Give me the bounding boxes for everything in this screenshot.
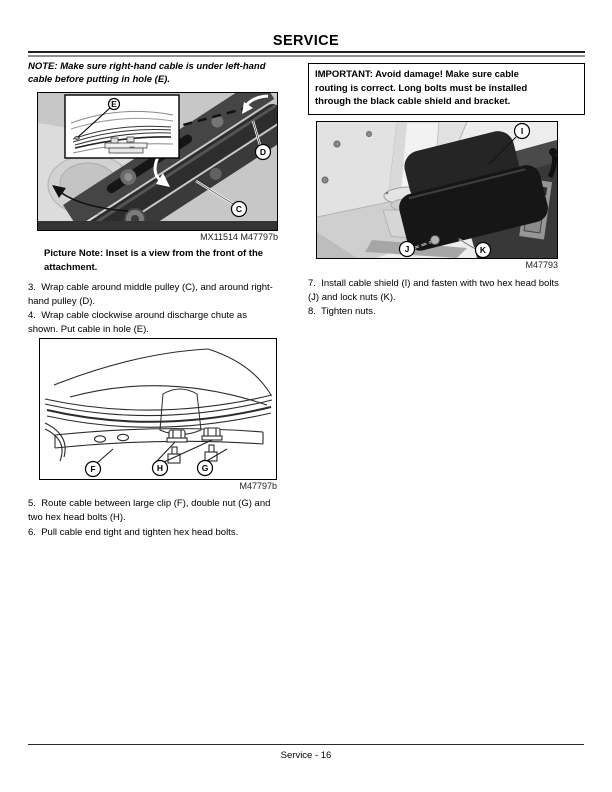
callout-leader-j — [413, 241, 432, 249]
figure3-shield-photo: I J K — [316, 121, 558, 259]
callout-f-label: F — [90, 464, 95, 474]
figure1-illustration: E D C — [38, 93, 277, 230]
note-text: NOTE: Make sure right-hand cable is unde… — [28, 61, 266, 85]
callout-h: H — [151, 459, 169, 477]
callout-k-label: K — [480, 245, 487, 255]
inset-front-view: E — [64, 94, 180, 159]
callout-g: G — [196, 459, 214, 477]
callout-j: J — [398, 240, 416, 258]
callout-leader-k — [456, 237, 478, 251]
step-7: 7. Install cable shield (I) and fasten w… — [308, 278, 559, 303]
header-divider — [28, 51, 585, 57]
figure3-illustration: I J K — [317, 122, 557, 258]
black-cable-shield — [399, 131, 548, 251]
page-number: Service - 16 — [280, 750, 332, 761]
callout-i: I — [513, 122, 531, 140]
figure2-illustration: F H G — [40, 339, 276, 479]
double-nuts — [167, 444, 218, 464]
hex-bolt-left — [166, 429, 188, 443]
callout-g-label: G — [202, 463, 209, 473]
callout-j-label: J — [405, 244, 410, 254]
step-4: 4. Wrap cable clockwise around discharge… — [28, 310, 247, 335]
callout-leader-c — [195, 179, 234, 206]
picture-note: Picture Note: Inset is a view from the f… — [44, 248, 264, 273]
figure2-caption: M47797b — [239, 481, 277, 491]
rotate-arrow-top-icon — [242, 94, 269, 114]
figure1-caption: MX11514 M47797b — [200, 232, 278, 242]
callout-leader-d — [251, 120, 262, 146]
deck-rotation-arrow-icon — [52, 185, 129, 212]
callout-i-label: I — [521, 126, 523, 136]
callout-c: C — [230, 200, 248, 218]
callout-e: E — [107, 97, 121, 111]
callout-d-label: D — [260, 147, 266, 157]
callout-f: F — [84, 460, 102, 478]
callout-d: D — [254, 143, 272, 161]
step-8: 8. Tighten nuts. — [308, 306, 376, 317]
hex-bolt-right — [201, 427, 223, 441]
important-box: IMPORTANT: Avoid damage! Make sure cable… — [308, 63, 585, 115]
step-5: 5. Route cable between large clip (F), d… — [28, 498, 271, 523]
footer-divider — [28, 744, 584, 745]
figure1-pulley-photo: E D C — [37, 92, 278, 231]
step-3: 3. Wrap cable around middle pulley (C), … — [28, 282, 273, 307]
callout-h-label: H — [157, 463, 163, 473]
figure3-caption: M47793 — [525, 260, 558, 270]
step-6: 6. Pull cable end tight and tighten hex … — [28, 527, 239, 538]
callout-e-label: E — [111, 99, 117, 109]
callout-c-label: C — [236, 204, 242, 214]
page-title: SERVICE — [272, 33, 340, 49]
figure2-clip-drawing: F H G — [39, 338, 277, 480]
callout-k: K — [474, 241, 492, 258]
